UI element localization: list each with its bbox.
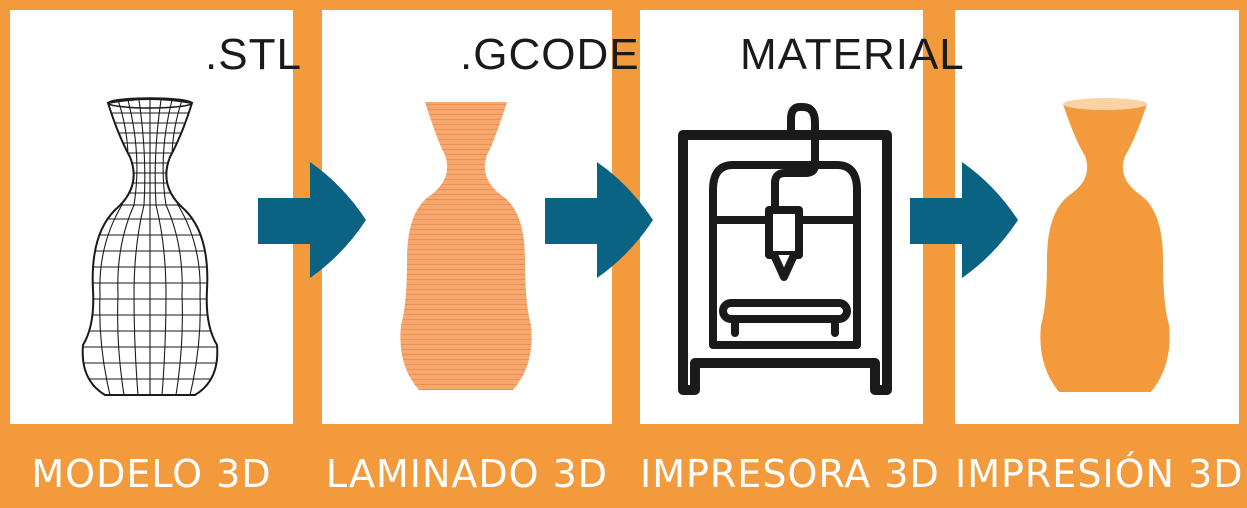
wireframe-vase-icon [81, 97, 219, 396]
arrow-right-icon [910, 162, 1018, 278]
arrow-right-icon [258, 162, 366, 278]
gcode-tag: .GCODE [460, 30, 640, 79]
3d-printer-icon [678, 103, 892, 395]
material-tag: MATERIAL [740, 30, 965, 79]
sliced-vase-icon [400, 102, 532, 390]
arrow-right-icon [545, 162, 653, 278]
caption-laminado-3d: LAMINADO 3D [325, 452, 609, 496]
stl-tag: .STL [205, 30, 302, 79]
printed-vase-icon [1040, 98, 1170, 392]
caption-impresora-3d: IMPRESORA 3D [640, 452, 940, 496]
caption-modelo-3d: MODELO 3D [31, 452, 272, 496]
panel-modelo-3d [10, 10, 293, 424]
caption-impresion-3d: IMPRESIÓN 3D [955, 452, 1244, 496]
